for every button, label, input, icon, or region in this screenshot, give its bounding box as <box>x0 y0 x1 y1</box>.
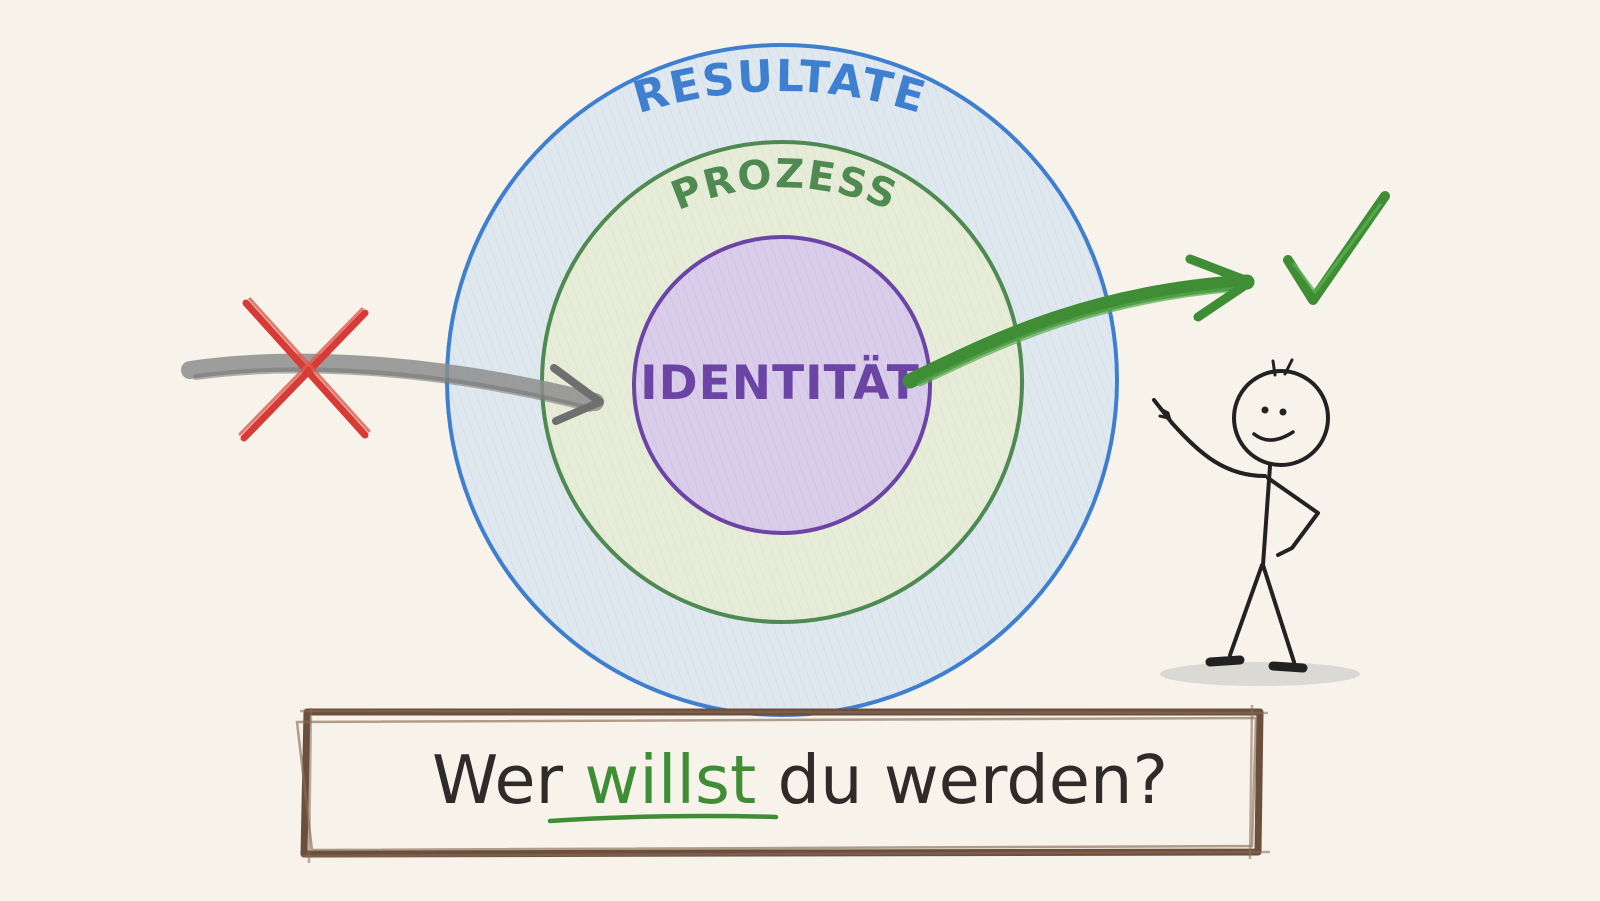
question-caption: Wer willst du werden? <box>432 741 1168 819</box>
right-arrow <box>902 254 1255 389</box>
stick-figure-icon <box>1152 358 1360 686</box>
inner-ring-label: IDENTITÄT <box>640 356 920 411</box>
question-part-1: Wer <box>432 741 564 819</box>
inner-ring-hatch <box>636 239 928 531</box>
wrong-arrow <box>181 353 604 425</box>
question-highlight: willst <box>584 741 756 819</box>
highlight-underline <box>547 813 779 824</box>
check-mark-icon <box>1283 191 1390 305</box>
question-frame <box>295 704 1271 864</box>
question-part-2: du werden? <box>778 741 1168 819</box>
inner-ring-group <box>632 235 932 535</box>
wrong-cross-icon <box>238 297 371 442</box>
stick-figure-shadow <box>1160 662 1360 686</box>
